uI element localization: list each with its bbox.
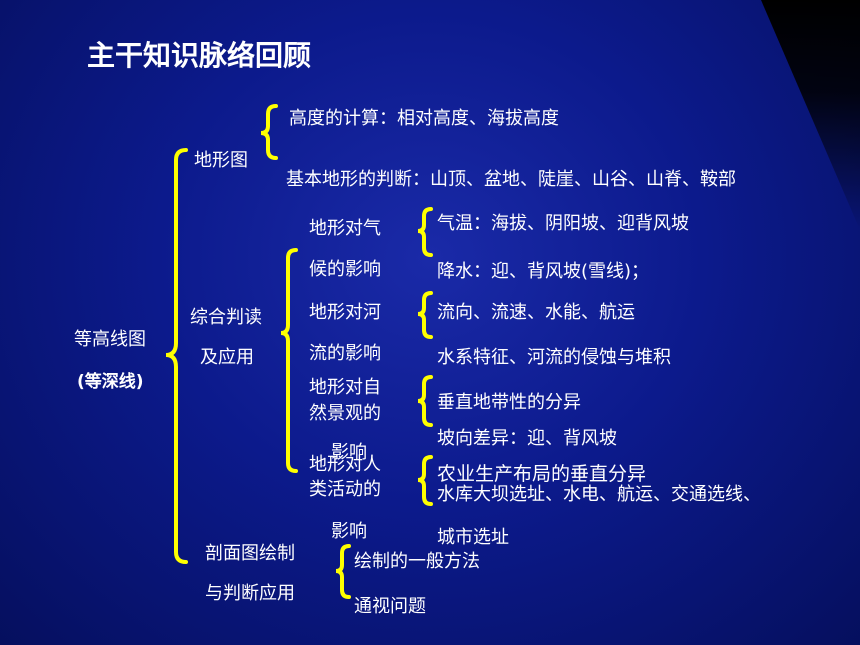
river-label-line2: 流的影响 [309, 343, 381, 364]
profile-label-line1: 剖面图绘制 [205, 543, 295, 564]
human-label-line2: 类活动的 [309, 479, 381, 500]
judge-label-line2: 及应用 [200, 347, 254, 368]
climate-item-temperature: 气温：海拔、阴阳坡、迎背风坡 [437, 213, 689, 234]
landscape-label-line3: 影响 [331, 442, 367, 463]
profile-item-method: 绘制的一般方法 [354, 551, 480, 572]
river-item-flow: 流向、流速、水能、航运 [437, 302, 635, 323]
human-label-line1: 地形对人 [309, 454, 381, 475]
root-label-line2: (等深线) [77, 372, 144, 392]
profile-item-visibility: 通视问题 [354, 596, 426, 617]
human-item-site-selection: 水库大坝选址、水电、航运、交通选线、 [437, 484, 761, 505]
brace-map [260, 104, 278, 160]
climate-label-line1: 地形对气 [309, 218, 381, 239]
climate-item-precipitation: 降水：迎、背风坡(雪线)； [437, 261, 650, 282]
landscape-label-line2: 然景观的 [309, 403, 381, 424]
river-item-system: 水系特征、河流的侵蚀与堆积 [437, 347, 671, 368]
human-item-city: 城市选址 [437, 527, 509, 548]
climate-label-line2: 候的影响 [309, 259, 381, 280]
landscape-item-vertical: 垂直地带性的分异 [437, 392, 581, 413]
brace-landscape [417, 375, 433, 427]
map-label: 地形图 [194, 150, 248, 171]
page-title: 主干知识脉络回顾 [87, 39, 312, 72]
human-item-agriculture: 农业生产布局的垂直分异 [437, 463, 647, 485]
profile-label-line2: 与判断应用 [205, 583, 295, 604]
human-label-line3: 影响 [331, 521, 367, 542]
judge-label-line1: 综合判读 [190, 307, 262, 328]
brace-human [417, 455, 433, 506]
brace-river [417, 291, 433, 339]
landscape-label-line1: 地形对自 [309, 377, 381, 398]
brace-climate [417, 207, 433, 257]
brace-judge [280, 248, 298, 473]
brace-root [165, 148, 188, 564]
landscape-item-aspect: 坡向差异：迎、背风坡 [437, 428, 617, 449]
map-item-landform: 基本地形的判断：山顶、盆地、陡崖、山谷、山脊、鞍部 [286, 169, 736, 190]
brace-profile [335, 544, 351, 599]
map-item-height: 高度的计算：相对高度、海拔高度 [289, 108, 559, 129]
root-label-line1: 等高线图 [74, 329, 146, 350]
river-label-line1: 地形对河 [309, 302, 381, 323]
